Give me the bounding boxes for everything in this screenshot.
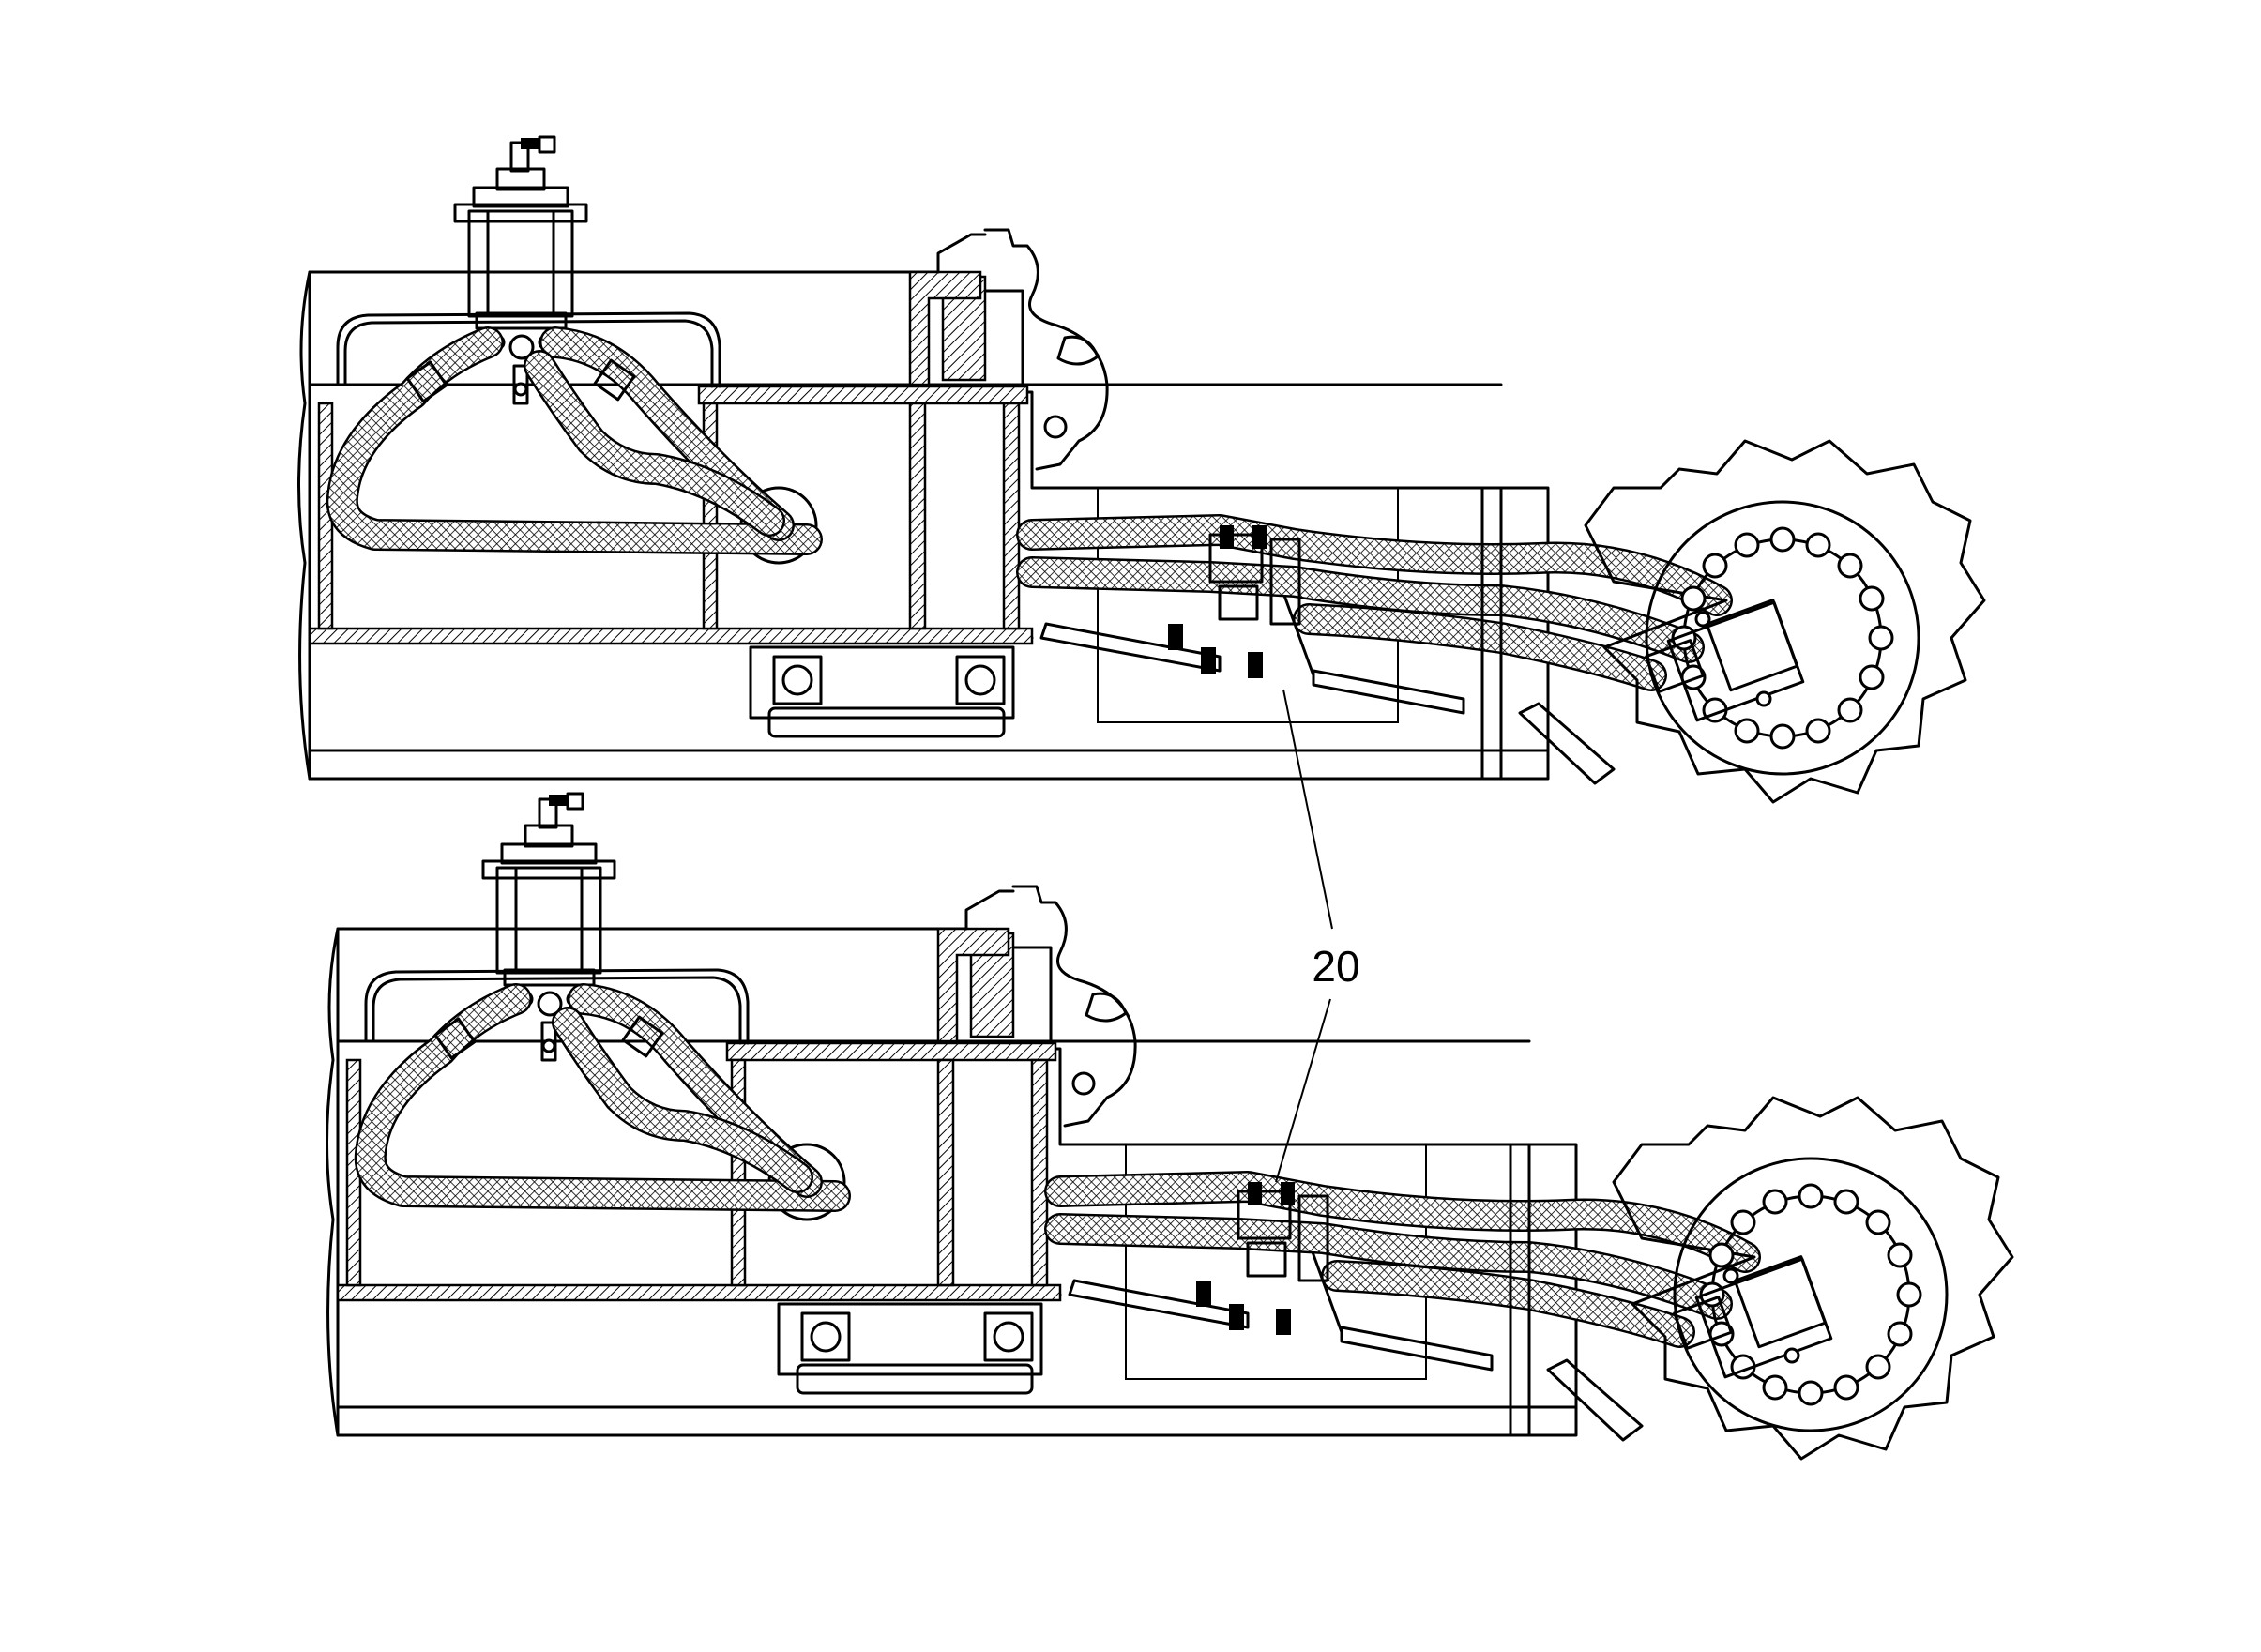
callout-leader-upper	[1282, 689, 1333, 930]
upper-assembly-view	[299, 137, 1985, 802]
callout-leader-lower	[1275, 998, 1331, 1183]
lower-assembly-view	[327, 794, 2013, 1459]
callout-number: 20	[1312, 942, 1359, 991]
